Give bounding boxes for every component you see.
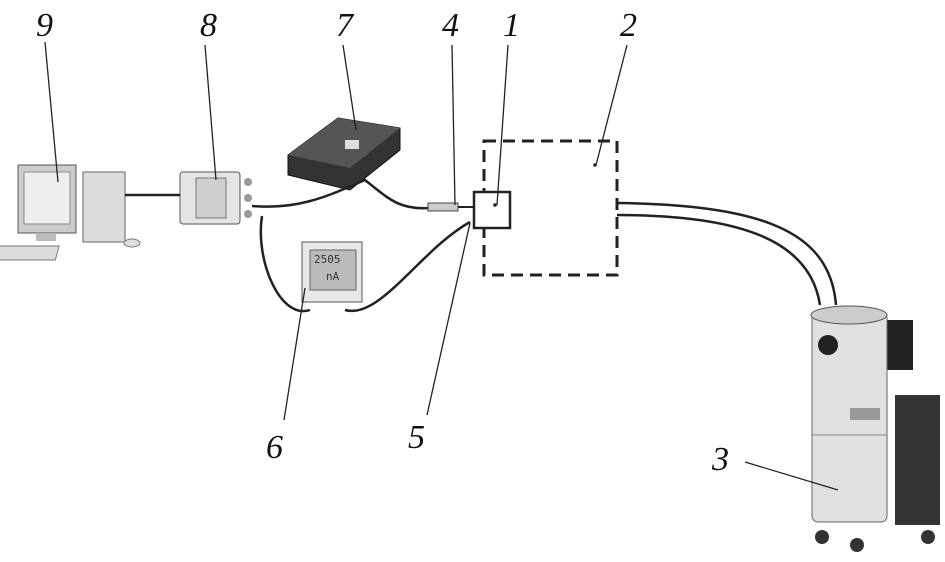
label-signal-box: 7 — [336, 7, 355, 44]
sensor — [472, 190, 512, 230]
computer — [0, 164, 141, 261]
label-probe: 4 — [442, 7, 459, 44]
meter-display-value: 2505 — [314, 253, 341, 266]
cables — [125, 178, 838, 313]
meter: 2505 nA — [301, 241, 363, 303]
vacuum-cleaner — [810, 305, 940, 552]
signal-box — [287, 117, 401, 191]
probe — [427, 202, 459, 212]
label-daq-module: 8 — [200, 7, 217, 44]
label-chamber: 2 — [620, 7, 637, 44]
label-sensor: 1 — [503, 7, 520, 44]
daq-module — [179, 171, 252, 225]
label-vacuum: 3 — [711, 441, 729, 478]
label-connector: 5 — [408, 419, 425, 456]
meter-display-unit: nA — [326, 270, 340, 283]
label-computer: 9 — [36, 7, 53, 44]
leader-lines — [44, 41, 839, 491]
label-meter: 6 — [266, 429, 283, 466]
